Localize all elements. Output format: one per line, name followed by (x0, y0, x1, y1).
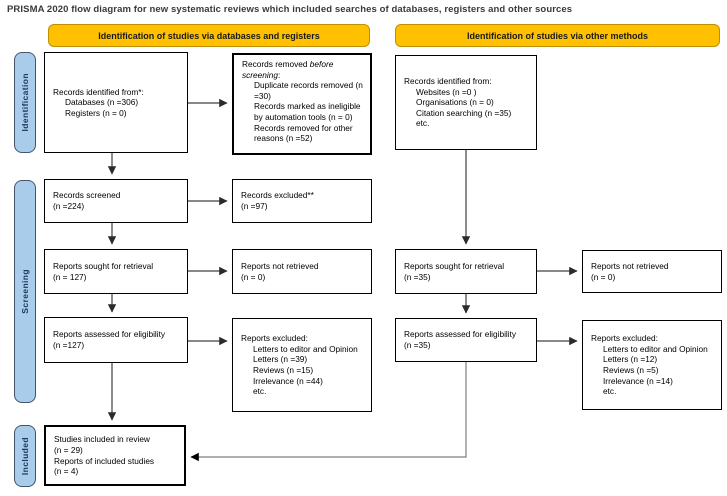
box-reports-excluded-databases: Reports excluded: Letters to editor and … (232, 318, 372, 412)
italic-phrase: before screening (242, 59, 334, 80)
box-line: Records removed for other reasons (n =52… (254, 122, 353, 144)
box-records-identified-databases: Records identified from*: Databases (n =… (44, 52, 188, 153)
box-reports-excluded-other: Reports excluded: Letters to editor and … (582, 320, 722, 410)
box-line: Letters to editor and Opinion Letters (n… (603, 343, 708, 365)
box-line: etc. (603, 386, 617, 397)
stage-tab-identification: Identification (14, 52, 36, 153)
box-studies-included: Studies included in review (n = 29) Repo… (44, 425, 186, 486)
box-records-screened: Records screened (n =224) (44, 179, 188, 223)
box-line: Reports sought for retrieval (404, 260, 505, 271)
box-line: etc. (416, 118, 430, 129)
stage-tab-screening: Screening (14, 180, 36, 403)
box-records-excluded: Records excluded** (n =97) (232, 179, 372, 223)
box-line: Records removed before screening: (242, 59, 334, 80)
box-reports-sought-other: Reports sought for retrieval (n =35) (395, 249, 537, 294)
box-reports-not-retrieved-databases: Reports not retrieved (n = 0) (232, 249, 372, 294)
box-records-identified-other: Records identified from: Websites (n =0 … (395, 55, 537, 150)
box-reports-assessed-databases: Reports assessed for eligibility (n =127… (44, 317, 188, 363)
page-title: PRISMA 2020 flow diagram for new systema… (7, 4, 573, 15)
box-line: Databases (n =306) (65, 97, 139, 108)
box-line: Organisations (n = 0) (416, 97, 494, 108)
box-line: (n = 127) (53, 271, 87, 282)
box-line: Irrelevance (n =44) (253, 375, 323, 386)
box-line: (n =97) (241, 201, 268, 211)
stage-tab-label: Identification (20, 73, 30, 132)
box-line: Reports assessed for eligibility (53, 329, 166, 340)
box-records-removed-before-screening: Records removed before screening: Duplic… (232, 53, 372, 155)
box-line: Reports not retrieved (241, 260, 319, 271)
box-line: Reports excluded: (241, 333, 308, 344)
box-line: (n =35) (404, 340, 431, 350)
box-line: Records identified from*: (53, 86, 144, 97)
box-line: Records screened (53, 190, 121, 201)
stage-tab-included: Included (14, 425, 36, 487)
box-line: Reviews (n =15) (253, 365, 314, 375)
box-line: Reports assessed for eligibility (404, 329, 517, 340)
stage-tab-label: Screening (20, 269, 30, 314)
box-line: Records identified from: (404, 75, 492, 86)
box-line: Letters to editor and Opinion Letters (n… (253, 343, 358, 365)
column-header-other-methods: Identification of studies via other meth… (395, 24, 720, 47)
box-line: Irrelevance (n =14) (603, 375, 673, 386)
box-line: Records marked as ineligible by automati… (254, 101, 361, 123)
box-line: Studies included in review (54, 434, 150, 445)
box-line: Reports sought for retrieval (53, 260, 154, 271)
column-header-label: Identification of studies via other meth… (466, 30, 649, 41)
box-reports-sought-databases: Reports sought for retrieval (n = 127) (44, 249, 188, 294)
box-line: Websites (n =0 ) (416, 86, 477, 97)
column-header-label: Identification of studies via databases … (98, 30, 320, 41)
box-line: etc. (253, 386, 267, 397)
box-reports-assessed-other: Reports assessed for eligibility (n =35) (395, 318, 537, 362)
box-line: (n = 0) (591, 271, 616, 282)
box-line: (n =35) (404, 271, 431, 282)
box-reports-not-retrieved-other: Reports not retrieved (n = 0) (582, 250, 722, 293)
box-line: (n =127) (53, 340, 85, 350)
box-line: (n = 4) (54, 466, 79, 477)
box-line: Records excluded** (241, 190, 314, 201)
box-line: Reports not retrieved (591, 260, 669, 271)
box-line: Reports excluded: (591, 333, 658, 344)
box-line: Duplicate records removed (n =30) (254, 80, 363, 101)
box-line: (n =224) (53, 201, 85, 211)
column-header-databases-registers: Identification of studies via databases … (48, 24, 370, 47)
box-line: Registers (n = 0) (65, 107, 127, 118)
stage-tab-label: Included (20, 436, 30, 476)
box-line: (n = 29) (54, 444, 83, 455)
box-line: Citation searching (n =35) (416, 107, 512, 118)
box-line: Reports of included studies (54, 455, 155, 466)
box-line: (n = 0) (241, 271, 266, 282)
box-line: Reviews (n =5) (603, 365, 659, 375)
